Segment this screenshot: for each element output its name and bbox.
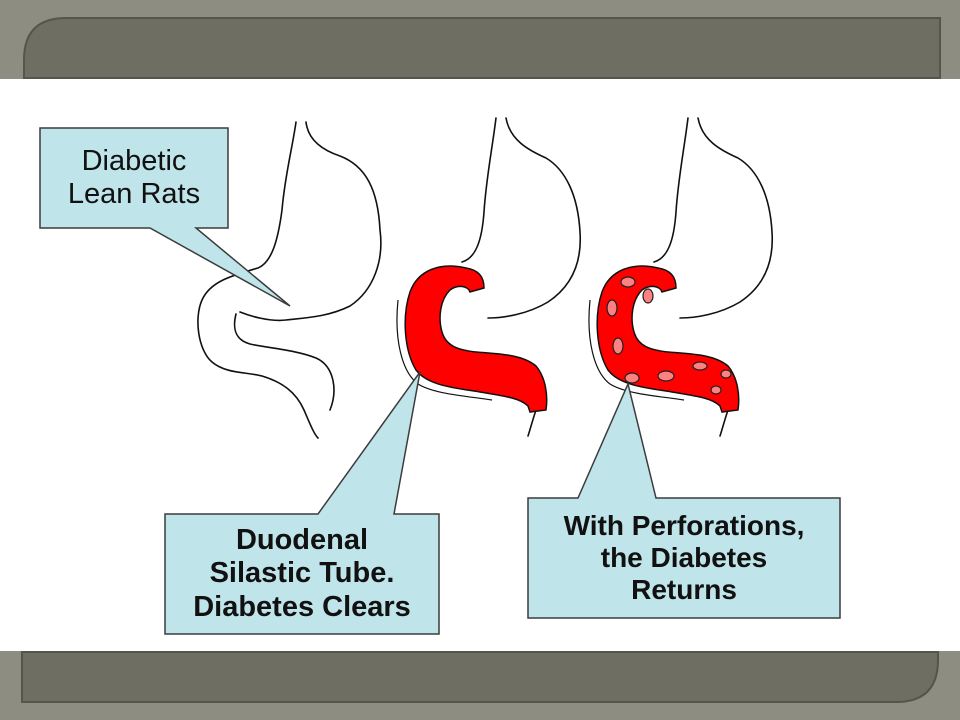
perforation-hole <box>642 288 654 304</box>
callout-silastic-tube <box>164 371 440 635</box>
callout-line: the Diabetes <box>600 541 768 573</box>
stomach-with-tube <box>461 117 582 437</box>
callout-line: Lean Rats <box>67 178 201 210</box>
perforation-hole <box>624 372 640 384</box>
callout-silastic-tube-text: Duodenal Silastic Tube. Diabetes Clears <box>165 514 439 634</box>
perforation-hole <box>692 361 708 371</box>
perforation-hole <box>720 369 732 379</box>
callout-line: Silastic Tube. <box>209 557 395 590</box>
stomach-normal <box>197 121 382 439</box>
callout-lean-rats-text: Diabetic Lean Rats <box>40 128 228 228</box>
callout-lean-rats <box>39 127 291 307</box>
callout-line: Diabetes Clears <box>193 590 411 623</box>
perforation-hole <box>612 337 624 355</box>
stomach-with-perforated-tube <box>653 117 774 437</box>
callout-perforations-text: With Perforations, the Diabetes Returns <box>528 498 840 618</box>
callout-line: Returns <box>631 574 737 606</box>
silastic-tube <box>404 265 548 413</box>
perforation-hole <box>606 299 618 317</box>
callout-line: Diabetic <box>81 144 187 177</box>
top-banner <box>23 17 941 79</box>
perforation-hole <box>710 385 722 395</box>
callout-line: Duodenal <box>235 523 369 556</box>
perforation-hole <box>620 276 636 288</box>
callout-perforations <box>527 381 841 619</box>
perforation-hole <box>657 370 675 382</box>
perforation-holes <box>606 276 732 395</box>
bottom-banner <box>21 651 939 703</box>
perforated-tube-outer-outline <box>588 299 685 401</box>
callout-line: With Perforations, <box>563 509 805 541</box>
